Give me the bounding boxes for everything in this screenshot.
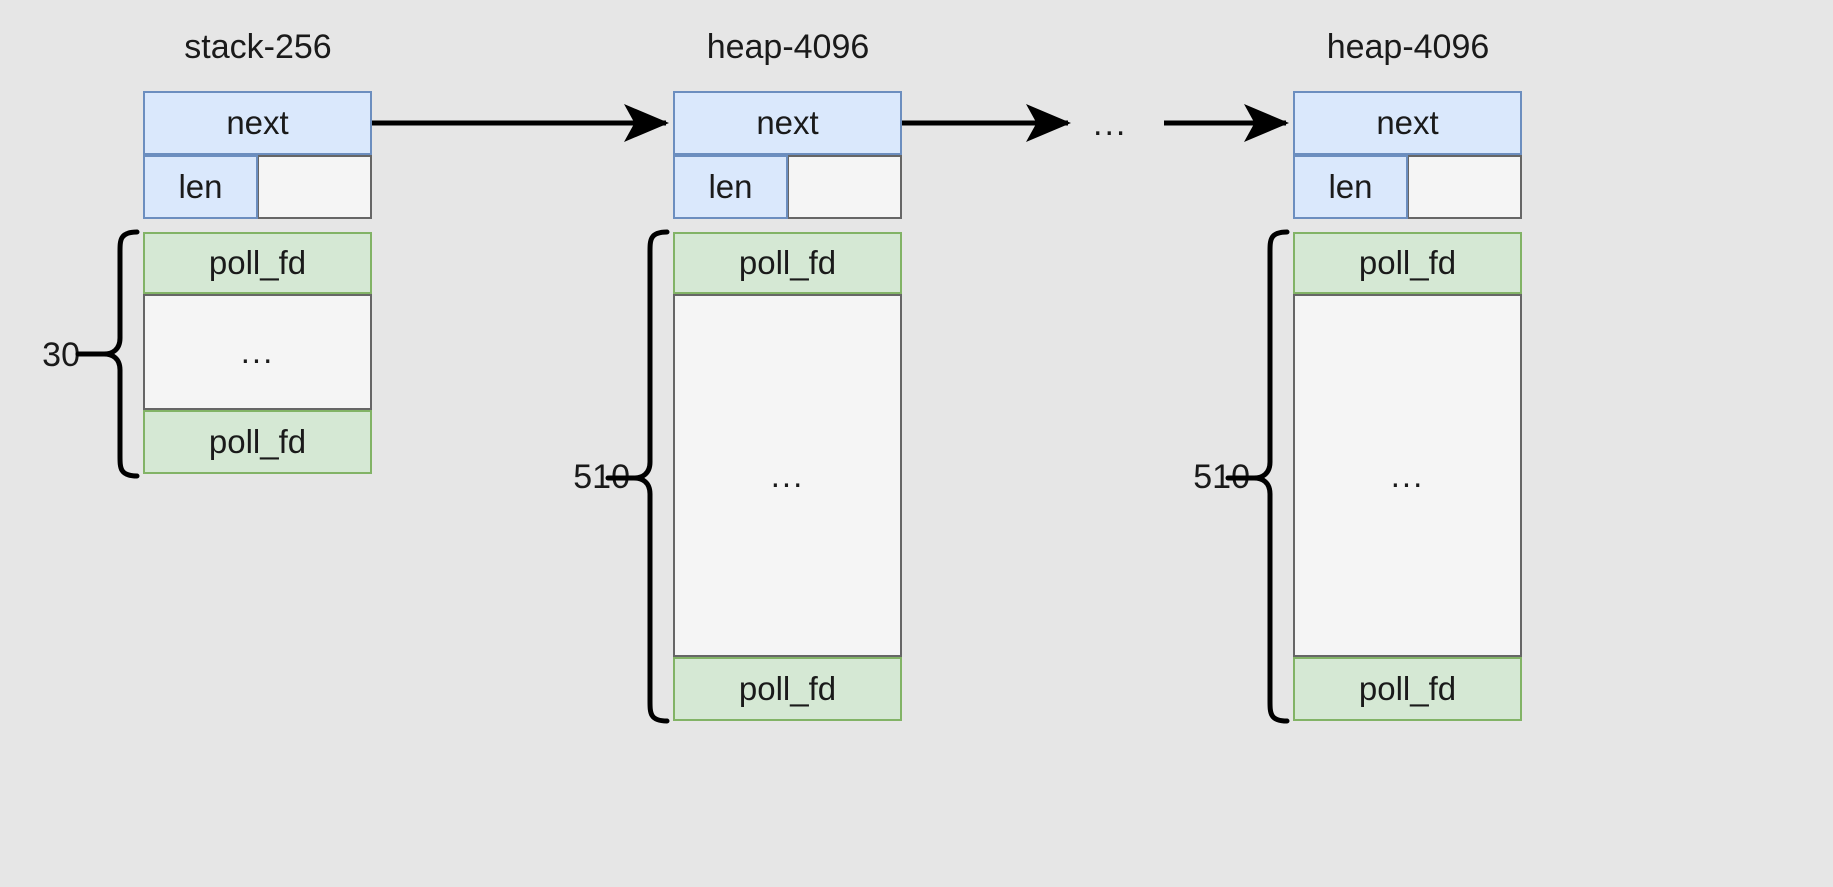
node2-count-brace [631, 229, 670, 724]
node3-poll-fd-last: poll_fd [1293, 657, 1522, 721]
node1-field-padding [257, 155, 372, 219]
node1-field-next: next [143, 91, 372, 155]
node2-field-len: len [673, 155, 788, 219]
node1-count-brace [101, 229, 140, 479]
node1-count-label: 30 [42, 336, 80, 374]
node3-poll-fd-ellipsis: ... [1293, 294, 1522, 657]
node1-poll-fd-last: poll_fd [143, 410, 372, 474]
node3-count-label: 510 [1193, 458, 1250, 496]
node3-field-padding [1407, 155, 1522, 219]
node-title-heap-4096-second: heap-4096 [1326, 28, 1490, 66]
node3-poll-fd-first: poll_fd [1293, 232, 1522, 294]
node2-poll-fd-last: poll_fd [673, 657, 902, 721]
node3-count-brace [1251, 229, 1290, 724]
node2-poll-fd-ellipsis: ... [673, 294, 902, 657]
node3-field-next: next [1293, 91, 1522, 155]
node1-field-len: len [143, 155, 258, 219]
node-title-stack-256: stack-256 [184, 28, 332, 66]
chain-ellipsis: ... [1093, 105, 1128, 143]
node2-poll-fd-first: poll_fd [673, 232, 902, 294]
node1-poll-fd-first: poll_fd [143, 232, 372, 294]
node-title-heap-4096-first: heap-4096 [706, 28, 870, 66]
node1-poll-fd-ellipsis: ... [143, 294, 372, 410]
node2-field-padding [787, 155, 902, 219]
node2-field-next: next [673, 91, 902, 155]
node2-count-label: 510 [573, 458, 630, 496]
node3-field-len: len [1293, 155, 1408, 219]
